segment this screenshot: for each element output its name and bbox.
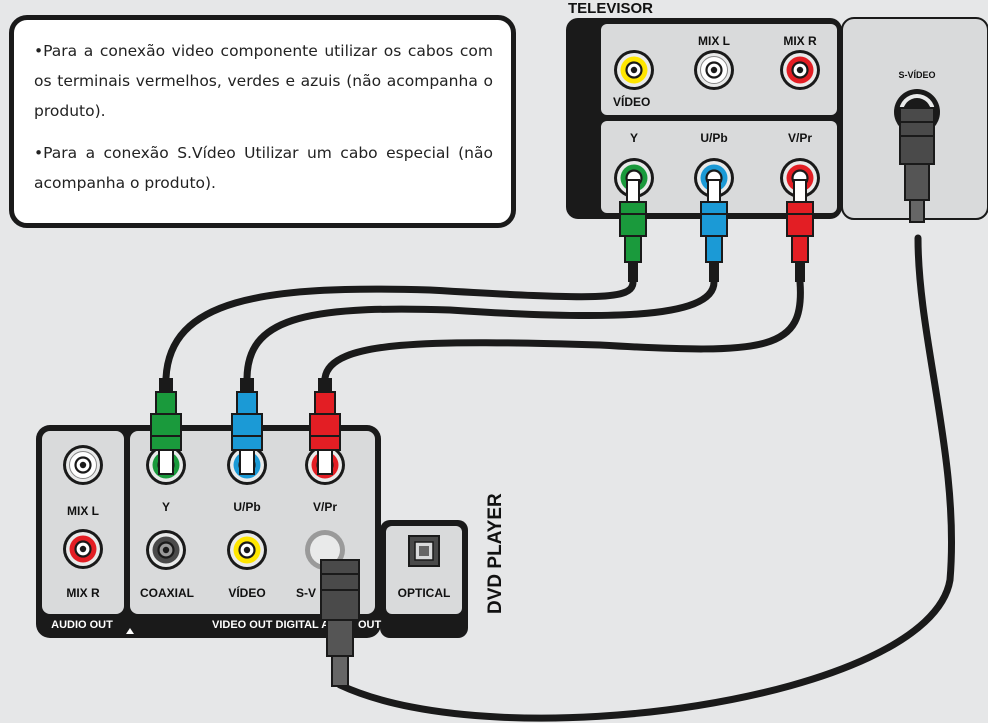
cables	[162, 234, 956, 722]
cable-svideo	[336, 234, 956, 722]
tv-plug-svideo	[899, 107, 935, 223]
dvd-jack-mix-r[interactable]	[61, 527, 105, 571]
tv-label-v-pr: V/Pr	[788, 131, 812, 145]
tv-jack-video[interactable]	[612, 48, 656, 92]
dvd-title: DVD PLAYER	[485, 493, 506, 614]
dvd-label-v-pr: V/Pr	[313, 500, 337, 514]
dvd-plug-svideo	[320, 559, 360, 687]
tv-label-mix-r: MIX R	[783, 34, 817, 48]
tv-jack-mix-l[interactable]	[692, 48, 736, 92]
tv-jack-mix-r[interactable]	[778, 48, 822, 92]
dvd-label-optical: OPTICAL	[398, 586, 451, 600]
dvd-label-u-pb: U/Pb	[233, 500, 260, 514]
tv-label-svideo: S-VÍDEO	[898, 70, 935, 80]
tv-label-video: VÍDEO	[613, 94, 650, 109]
cable-blue	[243, 278, 718, 382]
dvd-jack-mix-l[interactable]	[61, 443, 105, 487]
tv-label-u-pb: U/Pb	[700, 131, 727, 145]
cable-green	[162, 278, 637, 382]
tv-label-mix-l: MIX L	[698, 34, 730, 48]
tv-plug-blue	[700, 179, 728, 282]
optical-port-icon[interactable]	[408, 535, 440, 567]
triangle-marker-icon	[126, 628, 134, 634]
dvd-label-coaxial: COAXIAL	[140, 586, 194, 600]
dvd-plug-red	[309, 378, 341, 475]
dvd-label-out: OUT	[358, 619, 382, 631]
tv-plug-green	[619, 179, 647, 282]
note-bullet-svideo: •Para a conexão S.Vídeo Utilizar um cabo…	[34, 144, 493, 192]
dvd-label-audio-out: AUDIO OUT	[51, 619, 113, 631]
tv-plug-red	[786, 179, 814, 282]
instructions-note: •Para a conexão video componente utiliza…	[9, 15, 516, 228]
dvd-label-svideo: S-V	[296, 586, 316, 600]
dvd-jack-coaxial[interactable]	[144, 528, 188, 572]
dvd-jack-video[interactable]	[225, 528, 269, 572]
dvd-label-mix-l: MIX L	[67, 504, 99, 518]
dvd-plug-blue	[231, 378, 263, 475]
dvd-label-mix-r: MIX R	[66, 586, 100, 600]
tv-title: TELEVISOR	[568, 0, 653, 17]
dvd-panel: MIX L MIX R Y U/Pb V/Pr COAXIAL VÍDEO S-…	[36, 425, 506, 638]
cable-red	[321, 278, 804, 382]
dvd-plug-green	[150, 378, 182, 475]
note-bullet-component: •Para a conexão video componente utiliza…	[34, 42, 493, 120]
tv-label-y: Y	[630, 131, 638, 145]
dvd-label-video: VÍDEO	[228, 585, 265, 600]
dvd-label-y: Y	[162, 500, 170, 514]
dvd-label-video-out: VIDEO OUT DIGITAL A	[212, 619, 329, 631]
